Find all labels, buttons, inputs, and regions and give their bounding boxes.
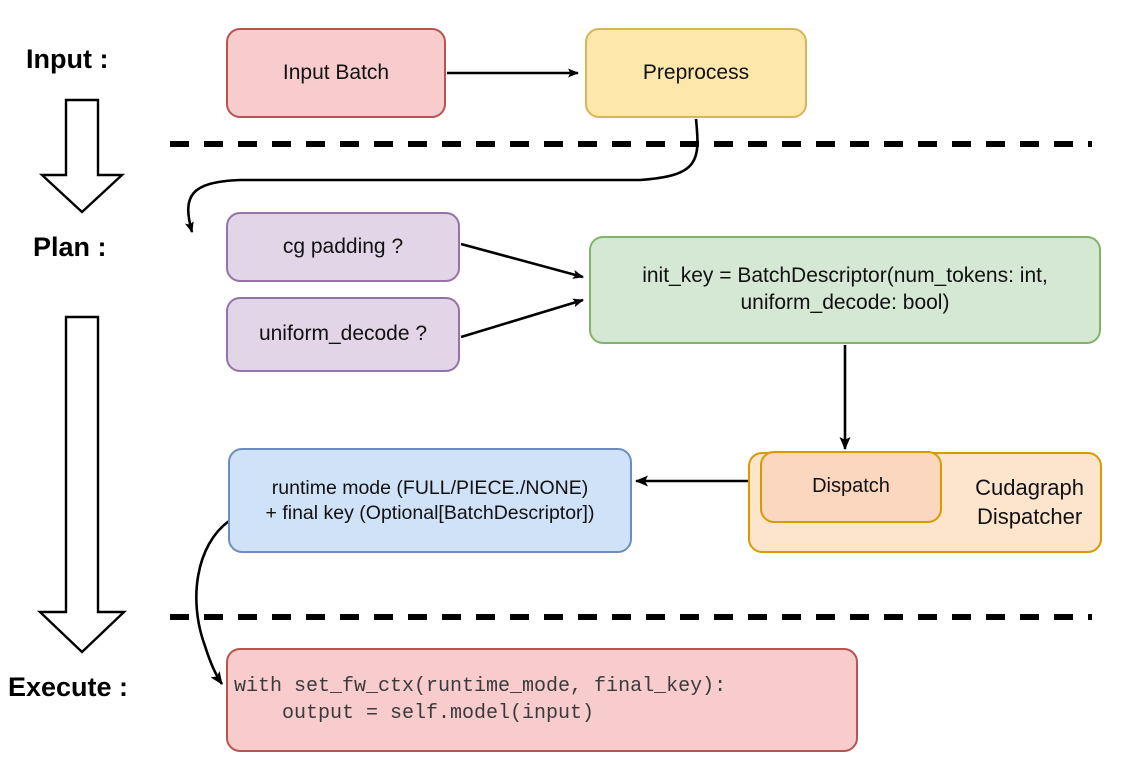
stage-label-execute: Execute : <box>8 672 129 702</box>
edge-uniform-decode-to-init-key <box>460 298 584 339</box>
node-cg-padding[interactable]: cg padding ? <box>226 212 460 282</box>
node-input-batch-label: Input Batch <box>282 60 390 84</box>
stage-label-plan: Plan : <box>33 232 107 262</box>
node-init-key-label: init_key = BatchDescriptor(num_tokens: i… <box>642 264 1048 314</box>
node-runtime-mode[interactable]: runtime mode (FULL/PIECE./NONE) + final … <box>228 448 632 553</box>
node-preprocess-label: Preprocess <box>642 60 750 84</box>
edge-runtime-mode-to-execute-code <box>195 519 230 685</box>
node-init-key[interactable]: init_key = BatchDescriptor(num_tokens: i… <box>589 236 1101 344</box>
input-to-plan-block-arrow <box>38 98 126 214</box>
node-cudagraph-dispatcher-label: Cudagraph Dispatcher <box>975 475 1084 529</box>
node-preprocess[interactable]: Preprocess <box>585 28 807 118</box>
node-uniform-decode[interactable]: uniform_decode ? <box>226 297 460 372</box>
node-runtime-mode-label: runtime mode (FULL/PIECE./NONE) + final … <box>265 476 595 524</box>
node-input-batch[interactable]: Input Batch <box>226 28 446 118</box>
node-dispatch-label: Dispatch <box>812 475 890 498</box>
node-dispatch[interactable]: Dispatch <box>760 451 942 523</box>
edge-cg-padding-to-init-key <box>460 242 584 279</box>
node-cg-padding-label: cg padding ? <box>282 234 404 258</box>
plan-to-execute-block-arrow <box>37 315 127 654</box>
node-uniform-decode-label: uniform_decode ? <box>258 322 428 346</box>
node-execute-code-label: with set_fw_ctx(runtime_mode, final_key)… <box>234 675 727 725</box>
node-execute-code[interactable]: with set_fw_ctx(runtime_mode, final_key)… <box>226 648 858 752</box>
stage-label-input: Input : <box>26 44 109 74</box>
